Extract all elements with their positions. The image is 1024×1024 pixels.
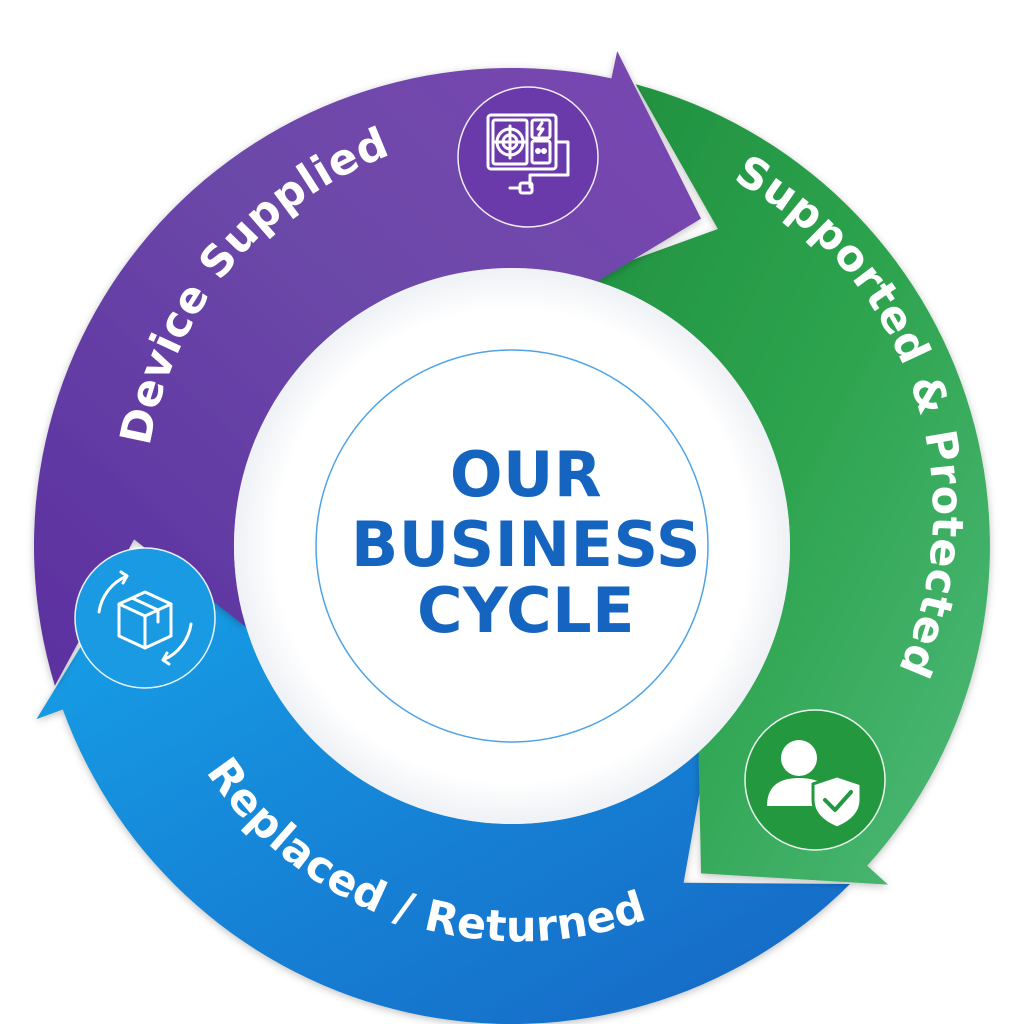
user-shield-icon: [744, 709, 886, 851]
segment-replaced-returned: [36, 559, 850, 1024]
center-title-line-2: BUSINESS: [351, 508, 701, 581]
power-supply-icon: [457, 86, 599, 228]
center-title-line-1: OUR: [450, 438, 602, 511]
center-title-line-3: CYCLE: [417, 574, 635, 647]
inner-ring: [315, 349, 709, 743]
segment-supported-protected: [584, 84, 990, 885]
box-cycle-icon: [74, 547, 216, 689]
